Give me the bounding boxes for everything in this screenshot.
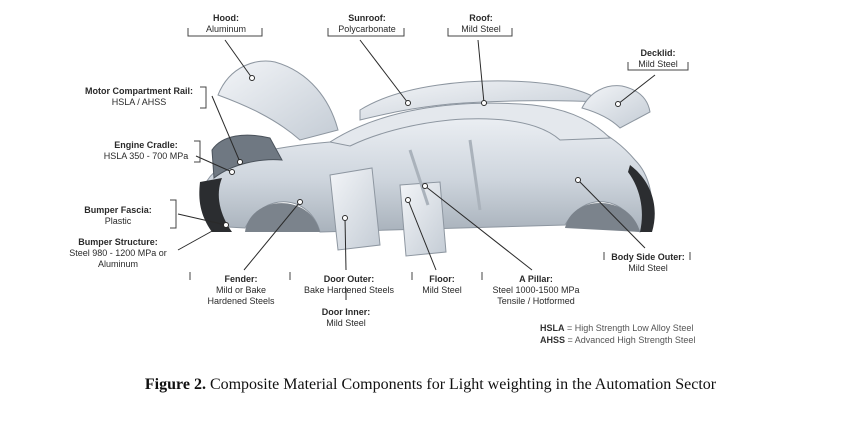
hood-panel — [217, 60, 339, 141]
label-bumper-fascia-value: Plastic — [104, 216, 132, 226]
legend-hsla-abbr: HSLA — [540, 323, 565, 333]
label-sunroof: Sunroof: Polycarbonate — [330, 13, 404, 35]
label-a-pillar: A Pillar: Steel 1000-1500 MPa Tensile / … — [484, 274, 588, 307]
label-door-outer: Door Outer: Bake Hardened Steels — [294, 274, 404, 296]
decklid-panel — [581, 85, 651, 129]
label-decklid-value: Mild Steel — [638, 59, 678, 69]
label-decklid-title: Decklid: — [640, 48, 676, 58]
label-roof-value: Mild Steel — [461, 24, 501, 34]
rear-wheel-arch — [565, 202, 640, 232]
figure-caption: Figure 2. Composite Material Components … — [0, 376, 861, 394]
label-fender: Fender: Mild or Bake Hardened Steels — [194, 274, 288, 307]
label-fender-value1: Mild or Bake — [215, 285, 267, 295]
label-roof: Roof: Mild Steel — [450, 13, 512, 35]
legend-ahss-text: = Advanced High Strength Steel — [565, 335, 696, 345]
front-bumper — [199, 178, 232, 232]
rear-bumper — [628, 165, 655, 232]
label-bumper-structure-value2: Aluminum — [97, 259, 138, 269]
label-a-pillar-value1: Steel 1000-1500 MPa — [492, 285, 580, 295]
label-floor: Floor: Mild Steel — [414, 274, 470, 296]
label-engine-cradle: Engine Cradle: HSLA 350 - 700 MPa — [100, 140, 192, 162]
label-fender-title: Fender: — [224, 274, 258, 284]
label-bumper-structure: Bumper Structure: Steel 980 - 1200 MPa o… — [60, 237, 176, 270]
cabin-frame — [328, 102, 612, 147]
label-sunroof-title: Sunroof: — [348, 13, 386, 23]
label-floor-title: Floor: — [429, 274, 455, 284]
label-engine-cradle-value: HSLA 350 - 700 MPa — [103, 151, 189, 161]
label-hood-value: Aluminum — [205, 24, 246, 34]
label-body-side: Body Side Outer: Mild Steel — [606, 252, 690, 274]
caption-text: Composite Material Components for Light … — [205, 376, 717, 393]
rear-door-open — [399, 181, 447, 257]
label-bumper-fascia: Bumper Fascia: Plastic — [78, 205, 158, 227]
label-sunroof-value: Polycarbonate — [338, 24, 396, 34]
legend-hsla: HSLA = High Strength Low Alloy Steel — [540, 322, 695, 334]
legend-ahss: AHSS = Advanced High Strength Steel — [540, 334, 695, 346]
label-roof-title: Roof: — [469, 13, 493, 23]
label-body-side-title: Body Side Outer: — [611, 252, 685, 262]
label-door-outer-title: Door Outer: — [323, 274, 375, 284]
a-pillar-line — [408, 149, 430, 206]
label-door-outer-value: Bake Hardened Steels — [303, 285, 395, 295]
label-fender-value2: Hardened Steels — [207, 296, 275, 306]
b-pillar-line — [468, 139, 482, 211]
legend-hsla-text: = High Strength Low Alloy Steel — [564, 323, 694, 333]
label-floor-value: Mild Steel — [422, 285, 462, 295]
label-hood: Hood: Aluminum — [190, 13, 262, 35]
label-bumper-structure-title: Bumper Structure: — [78, 237, 158, 247]
label-a-pillar-value2: Tensile / Hotformed — [497, 296, 575, 306]
label-door-inner: Door Inner: Mild Steel — [310, 307, 382, 329]
label-motor-rail-value: HSLA / AHSS — [111, 97, 167, 107]
label-a-pillar-title: A Pillar: — [519, 274, 553, 284]
label-motor-rail: Motor Compartment Rail: HSLA / AHSS — [80, 86, 198, 108]
label-hood-title: Hood: — [213, 13, 239, 23]
label-motor-rail-title: Motor Compartment Rail: — [85, 86, 193, 96]
label-decklid: Decklid: Mild Steel — [628, 48, 688, 70]
front-wheel-arch — [245, 203, 320, 232]
label-bumper-fascia-title: Bumper Fascia: — [84, 205, 152, 215]
label-door-inner-value: Mild Steel — [326, 318, 366, 328]
label-engine-cradle-title: Engine Cradle: — [114, 140, 178, 150]
abbreviation-legend: HSLA = High Strength Low Alloy Steel AHS… — [540, 322, 695, 346]
caption-prefix: Figure 2. — [144, 376, 206, 393]
legend-ahss-abbr: AHSS — [540, 335, 566, 345]
label-bumper-structure-value1: Steel 980 - 1200 MPa or — [69, 248, 167, 258]
label-body-side-value: Mild Steel — [628, 263, 668, 273]
front-door-open — [329, 167, 381, 251]
label-door-inner-title: Door Inner: — [321, 307, 371, 317]
